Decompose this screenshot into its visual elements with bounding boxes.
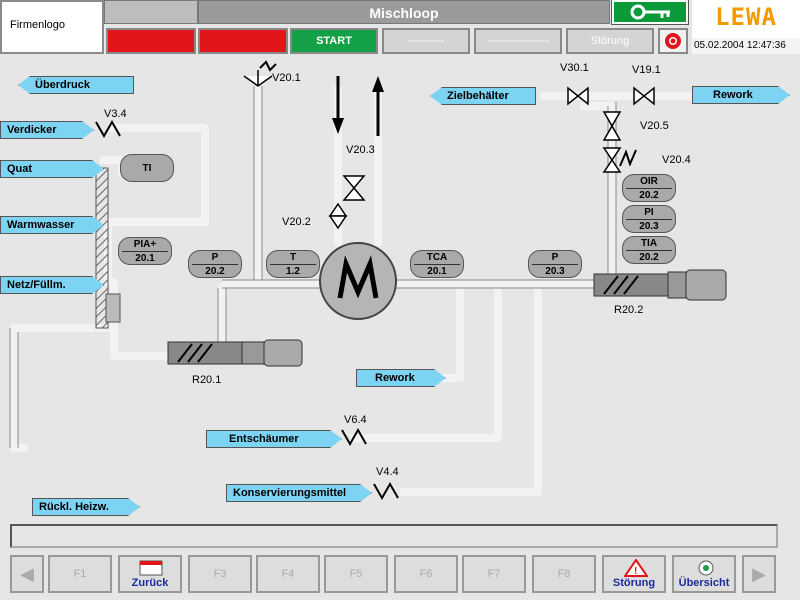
valve-label-v6-4: V6.4 [344, 414, 367, 426]
valve-label-v3-4: V3.4 [104, 108, 127, 120]
instrument-value: 20.2 [626, 250, 672, 264]
valve-label-v19-1: V19.1 [632, 64, 661, 76]
line-ueberdruck[interactable]: Überdruck [18, 76, 134, 94]
header-blank [104, 0, 198, 24]
instrument-value: 1.2 [270, 264, 316, 278]
datetime-display: 05.02.2004 12:47:36 [692, 38, 800, 54]
page-title: Mischloop [198, 0, 610, 24]
alarm-indicator-1 [106, 28, 196, 54]
instrument-value: 20.3 [626, 219, 672, 233]
process-diagram [9, 60, 727, 501]
f5-button[interactable]: F5 [324, 555, 388, 593]
back-icon [139, 560, 163, 576]
stoerung-label: Störung [612, 577, 656, 589]
instrument-value: 20.1 [122, 251, 168, 265]
instrument-value: 20.2 [192, 264, 238, 278]
line-warmwasser[interactable]: Warmwasser [0, 216, 104, 234]
line-rueckl-heizw[interactable]: Rückl. Heizw. [32, 498, 140, 516]
line-netz-fuellm[interactable]: Netz/Füllm. [0, 276, 104, 294]
instrument-ti[interactable]: TI [120, 154, 174, 182]
f6-button[interactable]: F6 [394, 555, 458, 593]
overview-icon [698, 560, 714, 576]
instrument-tag: TI [142, 163, 152, 174]
valve-label-v4-4: V4.4 [376, 466, 399, 478]
pump-r20-2 [593, 269, 727, 301]
alarm-indicator-2 [198, 28, 288, 54]
uebersicht-button[interactable]: Übersicht [672, 555, 736, 593]
key-icon [630, 4, 670, 20]
instrument-tag: TCA [426, 252, 448, 263]
status-message-bar [10, 524, 778, 548]
pump-r20-1 [167, 339, 303, 367]
stoerung-button[interactable]: ! Störung [602, 555, 666, 593]
valve-label-v30-1: V30.1 [560, 62, 589, 74]
status-slot-4: ---------- [382, 28, 470, 54]
arrow-left-icon: ◀ [20, 564, 34, 584]
start-button[interactable]: START [290, 28, 378, 54]
f8-button[interactable]: F8 [532, 555, 596, 593]
nav-prev-button[interactable]: ◀ [10, 555, 44, 593]
instrument-tag: PI [644, 207, 654, 218]
instrument-tag: PIA+ [133, 239, 157, 250]
company-logo: Firmenlogo [0, 0, 104, 54]
instrument-tag: P [211, 252, 219, 263]
line-rework-mid[interactable]: Rework [356, 369, 446, 387]
line-verdicker[interactable]: Verdicker [0, 121, 94, 139]
brand-logo: LEWA [692, 0, 800, 38]
instrument-pia-20-1[interactable]: PIA+20.1 [118, 237, 172, 265]
status-slot-5: ----------------- [474, 28, 562, 54]
line-konservierungsmittel[interactable]: Konservierungsmittel [226, 484, 372, 502]
f4-button[interactable]: F4 [256, 555, 320, 593]
nav-next-button[interactable]: ▶ [742, 555, 776, 593]
instrument-tag: T [289, 252, 297, 263]
back-label: Zurück [131, 577, 169, 589]
valve-label-v20-5: V20.5 [640, 120, 669, 132]
instrument-value: 20.3 [532, 264, 578, 278]
logo-text: Firmenlogo [10, 19, 66, 31]
login-key-button[interactable] [611, 0, 689, 25]
pump-label-r20-2: R20.2 [614, 304, 644, 316]
instrument-tag: TIA [640, 238, 658, 249]
line-rework-top[interactable]: Rework [692, 86, 790, 104]
valve-label-v20-4: V20.4 [662, 154, 691, 166]
warning-icon: ! [624, 559, 648, 577]
uebersicht-label: Übersicht [678, 577, 730, 589]
line-zielbehaelter[interactable]: Zielbehälter [430, 87, 536, 105]
line-entschaeumer[interactable]: Entschäumer [206, 430, 342, 448]
line-quat[interactable]: Quat [0, 160, 104, 178]
back-button[interactable]: Zurück [118, 555, 182, 593]
instrument-tag: OIR [640, 176, 658, 187]
f3-button[interactable]: F3 [188, 555, 252, 593]
valve-label-v20-3: V20.3 [346, 144, 375, 156]
arrow-right-icon: ▶ [752, 564, 766, 584]
valve-label-v20-2: V20.2 [282, 216, 311, 228]
f1-button[interactable]: F1 [48, 555, 112, 593]
pump-label-r20-1: R20.1 [192, 374, 222, 386]
instrument-value: 20.1 [414, 264, 460, 278]
fault-indicator: Störung [566, 28, 654, 54]
instrument-tag: P [551, 252, 559, 263]
stop-icon [665, 33, 681, 49]
emergency-stop-button[interactable] [658, 28, 688, 54]
valve-label-v20-1: V20.1 [272, 72, 301, 84]
f7-button[interactable]: F7 [462, 555, 526, 593]
svg-text:!: ! [634, 566, 637, 577]
instrument-value: 20.2 [626, 188, 672, 202]
